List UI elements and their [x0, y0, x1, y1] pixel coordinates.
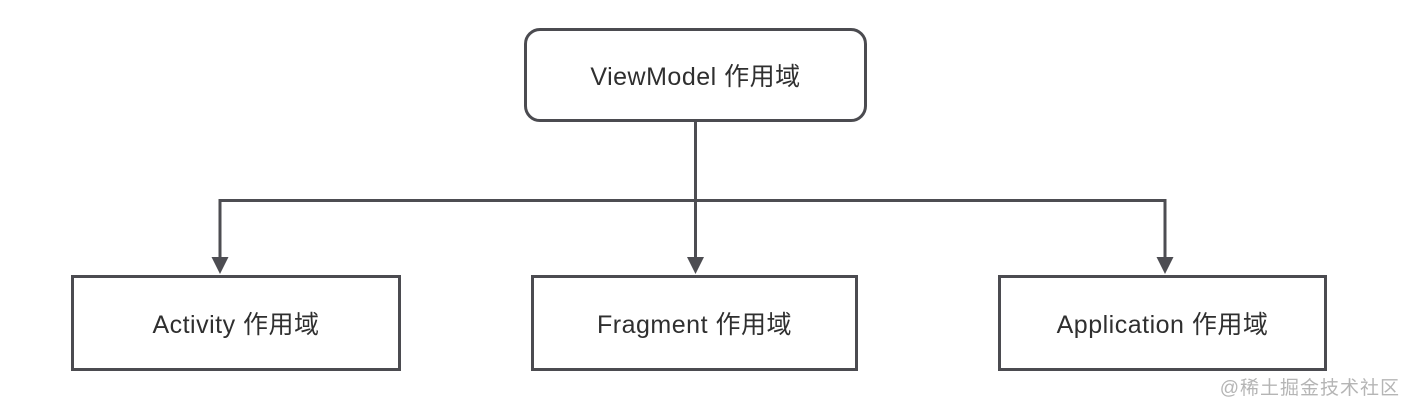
node-activity-scope-label: Activity 作用域 [152, 311, 320, 339]
node-viewmodel-scope-label: ViewModel 作用域 [590, 63, 801, 91]
node-viewmodel-scope: ViewModel 作用域 [524, 28, 867, 122]
node-activity-scope: Activity 作用域 [71, 275, 401, 371]
node-fragment-scope: Fragment 作用域 [531, 275, 858, 371]
node-application-scope-label: Application 作用域 [1056, 311, 1269, 339]
arrowhead-application-icon [1156, 257, 1174, 274]
watermark: @稀土掘金技术社区 [1219, 378, 1400, 399]
node-application-scope: Application 作用域 [998, 275, 1327, 371]
arrowhead-activity-icon [211, 257, 229, 274]
node-fragment-scope-label: Fragment 作用域 [597, 311, 792, 339]
arrowhead-fragment-icon [687, 257, 704, 274]
